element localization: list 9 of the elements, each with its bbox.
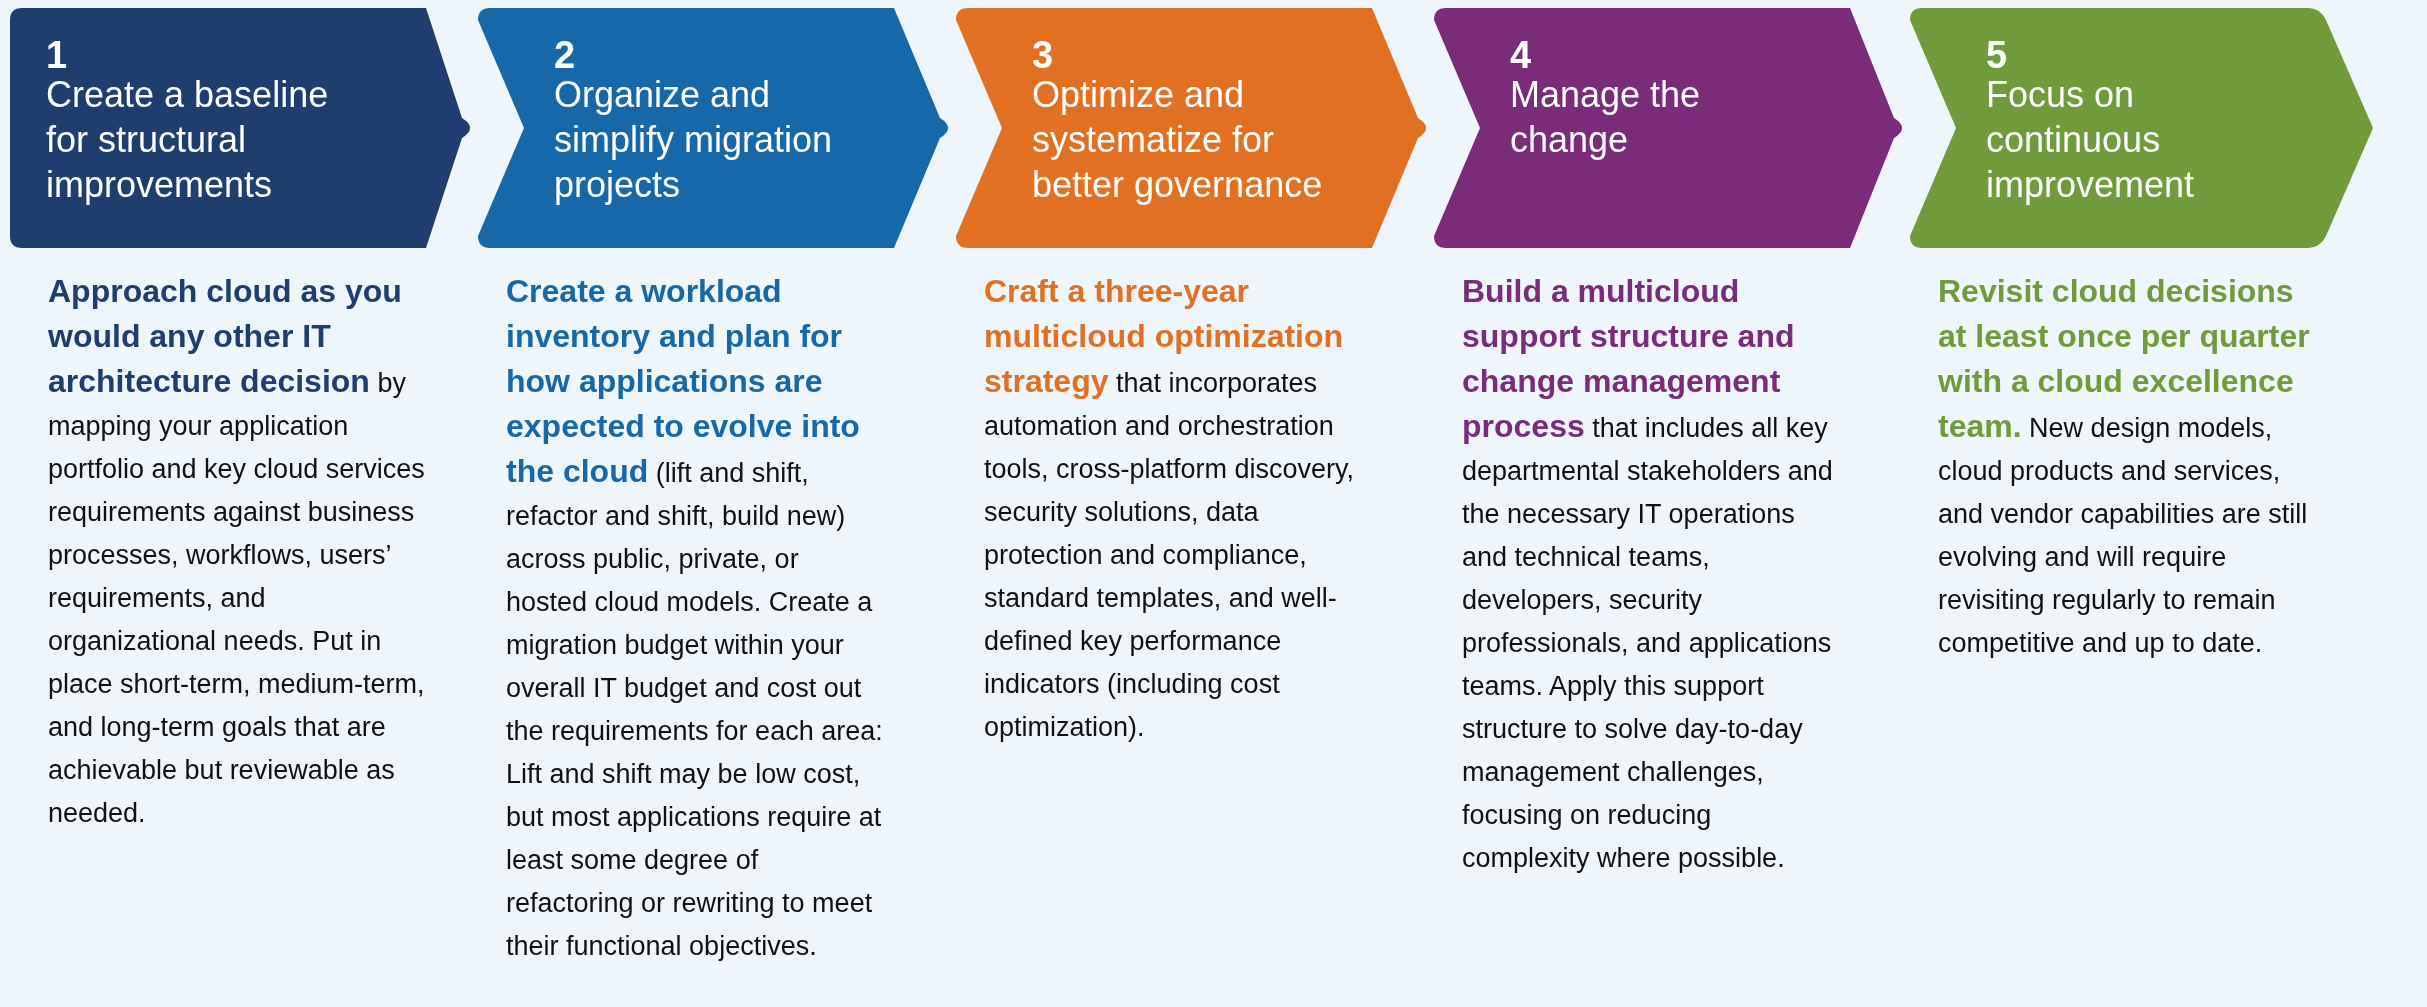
arrow-tip — [426, 8, 470, 248]
arrow-tip — [1850, 8, 1902, 248]
arrow-tip — [894, 8, 948, 248]
step-description: Build a multicloud support structure and change management process that includes all key departmental stakeholders and the necessary IT operations and technical teams, developers, security professionals, and applications teams. Apply this support structure to solve day-to-day management challenges, focusing on reducing complexity where possible. — [1462, 272, 1834, 875]
arrow-tip — [1372, 8, 1426, 248]
step-description: Craft a three-year multicloud optimization strategy that incorporates automation and orchestration tools, cross-platform discovery, security solutions, data protection and compliance, standard templates, and well-defined key performance indicators (including cost optimization). — [984, 272, 1356, 744]
step-description: Create a workload inventory and plan for how applications are expected to evolve into the cloud (lift and shift, refactor and shift, build new) across public, private, or hosted cloud models. Create a migration budget within your overall IT budget and cost out the requirements for each area: Lift and shift may be low cost, but most applications require at least some degree of refactoring or rewriting to meet their functional objectives. — [506, 272, 884, 963]
step-description: Approach cloud as you would any other IT architecture decision by mapping your application portfolio and key cloud services requirements against business processes, workflows, users’ requirements, and organizational needs. Put in place short-term, medium-term, and long-term goals that are achievable but reviewable as needed. — [48, 272, 426, 830]
step-description: Revisit cloud decisions at least once per quarter with a cloud excellence team. New design models, cloud products and services, and vendor capabilities are still evolving and will require revisiting regularly to remain competitive and up to date. — [1938, 272, 2311, 660]
